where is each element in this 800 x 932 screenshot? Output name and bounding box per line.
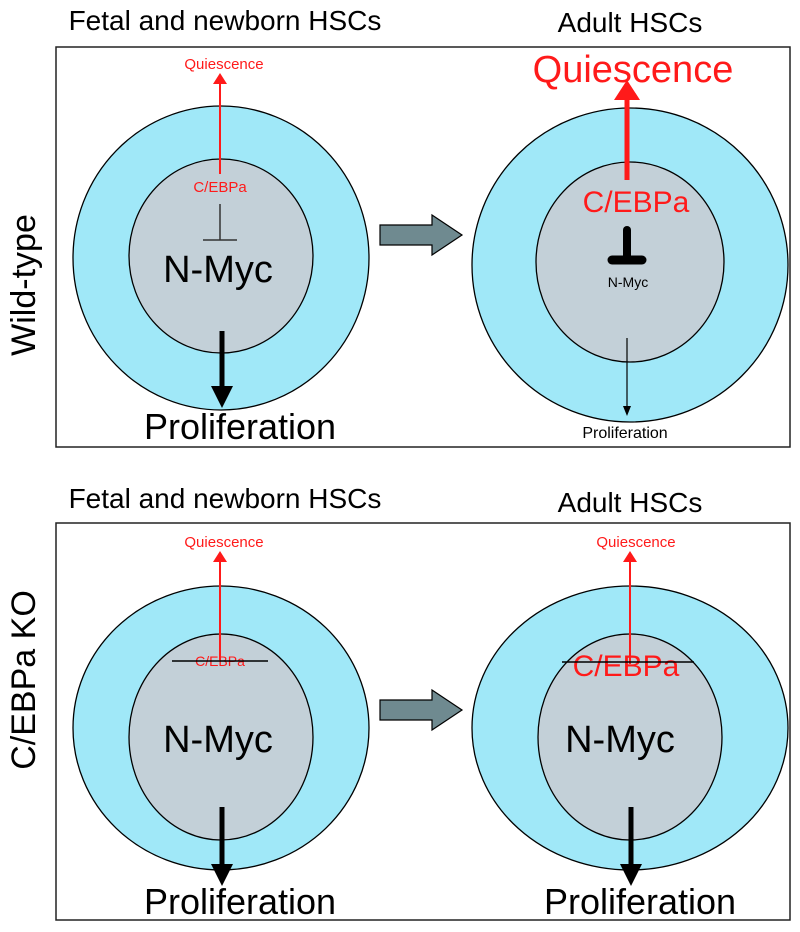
target-label: N-Myc <box>163 249 273 291</box>
proliferation-arrowhead-icon <box>211 864 233 886</box>
regulator-label: C/EBPa <box>583 186 690 219</box>
regulator-label: C/EBPa <box>193 179 247 196</box>
target-label: N-Myc <box>608 274 648 290</box>
cell-fetal-wild-type: Quiescence C/EBPa N-Myc Proliferation <box>72 56 370 447</box>
heading-adult: Adult HSCs <box>558 7 703 38</box>
target-label: N-Myc <box>163 719 273 761</box>
heading-fetal: Fetal and newborn HSCs <box>69 483 382 514</box>
quiescence-arrowhead-icon <box>614 80 640 100</box>
proliferation-label: Proliferation <box>544 881 736 922</box>
proliferation-arrowhead-icon <box>211 386 233 408</box>
quiescence-label: Quiescence <box>184 534 263 551</box>
heading-fetal: Fetal and newborn HSCs <box>69 5 382 36</box>
cell-fetal-knockout: Quiescence C/EBPa N-Myc Proliferation <box>72 534 370 922</box>
target-label: N-Myc <box>565 719 675 761</box>
transition-arrow-icon <box>379 688 464 732</box>
row-label-wild-type: Wild-type <box>5 214 43 356</box>
cell-adult-knockout: Quiescence C/EBPa N-Myc Proliferation <box>471 534 789 922</box>
proliferation-label: Proliferation <box>144 881 336 922</box>
cell-adult-wild-type: Quiescence C/EBPa N-Myc Proliferation <box>471 49 789 442</box>
heading-adult: Adult HSCs <box>558 487 703 518</box>
proliferation-arrowhead-icon <box>620 864 642 886</box>
row-label-knockout: C/EBPa KO <box>5 590 43 770</box>
quiescence-arrowhead-icon <box>213 551 227 562</box>
quiescence-label: Quiescence <box>184 56 263 73</box>
regulator-label: C/EBPa <box>573 650 680 683</box>
proliferation-label: Proliferation <box>144 406 336 447</box>
quiescence-label: Quiescence <box>533 49 734 91</box>
proliferation-arrowhead-icon <box>623 406 631 416</box>
transition-arrow-icon <box>379 213 464 257</box>
proliferation-label: Proliferation <box>582 425 667 442</box>
quiescence-arrowhead-icon <box>623 551 637 562</box>
quiescence-label: Quiescence <box>596 534 675 551</box>
quiescence-arrowhead-icon <box>213 73 227 84</box>
